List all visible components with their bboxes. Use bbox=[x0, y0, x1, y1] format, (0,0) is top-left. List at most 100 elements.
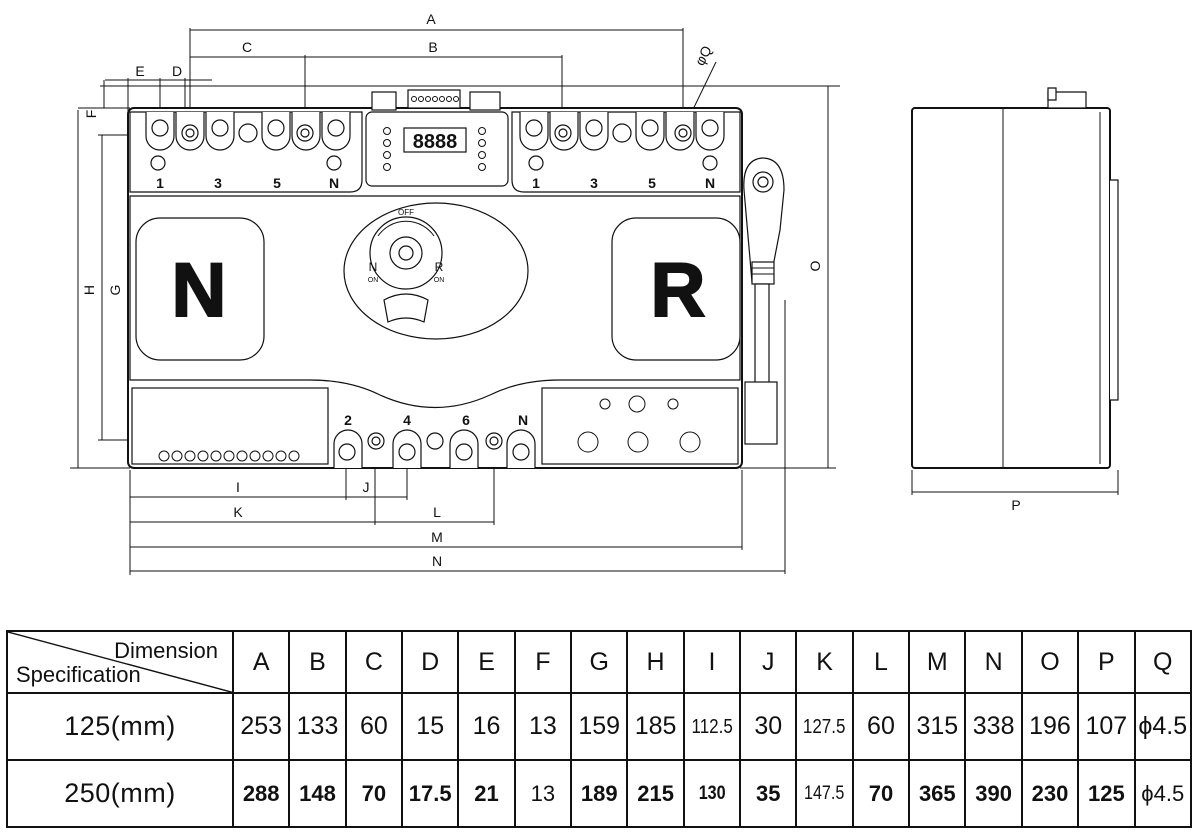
table-cell: 315 bbox=[908, 692, 967, 762]
table-cell: 196 bbox=[1020, 692, 1080, 762]
big-n-label: N bbox=[172, 248, 227, 333]
dimension-drawing: A C B E D F H G O I J K L M N P φQ 8 bbox=[70, 11, 1119, 575]
table-cell: ϕ4.5 bbox=[1133, 692, 1192, 762]
display-readout: 8888 bbox=[413, 131, 458, 153]
top-left-terminal-labels: 1 3 5 N bbox=[156, 175, 339, 191]
table-cell: 130 bbox=[687, 759, 737, 828]
dim-label-b: B bbox=[428, 39, 437, 55]
dimension-labels: A C B E D F H G O I J K L M N P φQ bbox=[81, 11, 1021, 569]
terminal-label: 6 bbox=[462, 412, 470, 428]
table-cell: 127.5 bbox=[799, 692, 850, 762]
column-header: B bbox=[288, 629, 347, 695]
table-cell: ϕ4.5 bbox=[1133, 759, 1192, 828]
table-cell: 189 bbox=[570, 759, 629, 828]
table-cell: 60 bbox=[344, 692, 404, 762]
r-on-word: ON bbox=[434, 277, 445, 284]
big-r-label: R bbox=[651, 248, 706, 333]
table-cell: 338 bbox=[964, 692, 1023, 762]
table-cell: 253 bbox=[231, 692, 291, 762]
switch-front-view: 8888 1 3 5 N bbox=[127, 89, 785, 469]
dim-label-h: H bbox=[81, 285, 97, 295]
dim-label-f: F bbox=[83, 110, 99, 119]
dim-label-m: M bbox=[431, 529, 443, 545]
dim-label-l: L bbox=[433, 504, 441, 520]
terminal-label: N bbox=[705, 175, 715, 191]
column-header: D bbox=[401, 629, 460, 695]
column-header: K bbox=[795, 629, 854, 695]
dim-label-k: K bbox=[233, 504, 243, 520]
table-cell: 15 bbox=[401, 692, 460, 762]
r-on-label: R bbox=[435, 260, 444, 274]
column-header: A bbox=[231, 629, 291, 695]
specification-heading: Specification bbox=[16, 662, 141, 688]
dim-label-g: G bbox=[107, 285, 123, 296]
table-header-row: Dimension Specification A B C D E F G H … bbox=[6, 629, 1192, 695]
column-header: J bbox=[739, 629, 798, 695]
table-cell: 148 bbox=[288, 759, 347, 828]
dim-label-j: J bbox=[363, 479, 370, 495]
table-cell: 35 bbox=[739, 759, 798, 828]
table-cell: 147.5 bbox=[799, 759, 850, 828]
table-cell: 125 bbox=[1077, 759, 1136, 828]
dim-label-a: A bbox=[426, 11, 436, 27]
dim-label-d: D bbox=[172, 63, 182, 79]
table-cell: 107 bbox=[1077, 692, 1136, 762]
table-cell: 112.5 bbox=[687, 692, 737, 762]
off-label: OFF bbox=[398, 208, 414, 217]
column-header: N bbox=[964, 629, 1023, 695]
table-cell: 13 bbox=[513, 759, 573, 828]
terminal-label: 2 bbox=[344, 412, 352, 428]
column-header: G bbox=[570, 629, 629, 695]
n-on-label: N bbox=[369, 260, 378, 274]
terminal-label: 5 bbox=[648, 175, 656, 191]
dim-label-n: N bbox=[432, 553, 442, 569]
top-left-terminals bbox=[145, 112, 351, 171]
terminal-label: 5 bbox=[273, 175, 281, 191]
column-header: L bbox=[851, 629, 911, 695]
n-on-word: ON bbox=[368, 277, 379, 284]
row-spec-label: 250(mm) bbox=[6, 759, 234, 828]
switch-side-view bbox=[911, 87, 1119, 469]
table-cell: 70 bbox=[344, 759, 404, 828]
table-cell: 390 bbox=[964, 759, 1023, 828]
column-header: H bbox=[626, 629, 685, 695]
column-header: F bbox=[513, 629, 573, 695]
terminal-label: N bbox=[518, 412, 528, 428]
corner-cell: Dimension Specification bbox=[6, 629, 234, 695]
dim-label-q: φQ bbox=[691, 43, 715, 68]
table-row: 250(mm) 288 148 70 17.5 21 13 189 215 13… bbox=[6, 759, 1192, 828]
table-cell: 133 bbox=[288, 692, 347, 762]
table-cell: 159 bbox=[570, 692, 629, 762]
terminal-label: N bbox=[329, 175, 339, 191]
dim-label-i: I bbox=[236, 479, 240, 495]
diagonal-line bbox=[8, 632, 232, 693]
column-header: P bbox=[1077, 629, 1136, 695]
column-header: E bbox=[457, 629, 516, 695]
table-cell: 215 bbox=[626, 759, 685, 828]
column-header: I bbox=[682, 629, 742, 695]
table-cell: 185 bbox=[626, 692, 685, 762]
table-cell: 230 bbox=[1020, 759, 1080, 828]
dim-label-e: E bbox=[135, 63, 144, 79]
row-spec-label: 125(mm) bbox=[6, 692, 234, 762]
table-cell: 30 bbox=[739, 692, 798, 762]
top-right-terminals bbox=[519, 112, 725, 171]
top-right-terminal-labels: 1 3 5 N bbox=[532, 175, 715, 191]
dimension-heading: Dimension bbox=[114, 638, 218, 663]
terminal-label: 1 bbox=[156, 175, 164, 191]
table-cell: 365 bbox=[908, 759, 967, 828]
terminal-label: 3 bbox=[214, 175, 222, 191]
dimension-table: Dimension Specification A B C D E F G H … bbox=[6, 629, 1192, 828]
column-header: C bbox=[344, 629, 404, 695]
table-cell: 70 bbox=[851, 759, 911, 828]
dim-label-p: P bbox=[1011, 497, 1020, 513]
table-row: 125(mm) 253 133 60 15 16 13 159 185 112.… bbox=[6, 692, 1192, 762]
dim-label-c: C bbox=[242, 39, 252, 55]
table-cell: 288 bbox=[231, 759, 291, 828]
column-header: M bbox=[908, 629, 967, 695]
table-cell: 21 bbox=[457, 759, 516, 828]
terminal-label: 4 bbox=[403, 412, 411, 428]
terminal-label: 1 bbox=[532, 175, 540, 191]
bottom-terminal-labels: 2 4 6 N bbox=[344, 412, 528, 428]
dim-label-o: O bbox=[807, 260, 823, 271]
